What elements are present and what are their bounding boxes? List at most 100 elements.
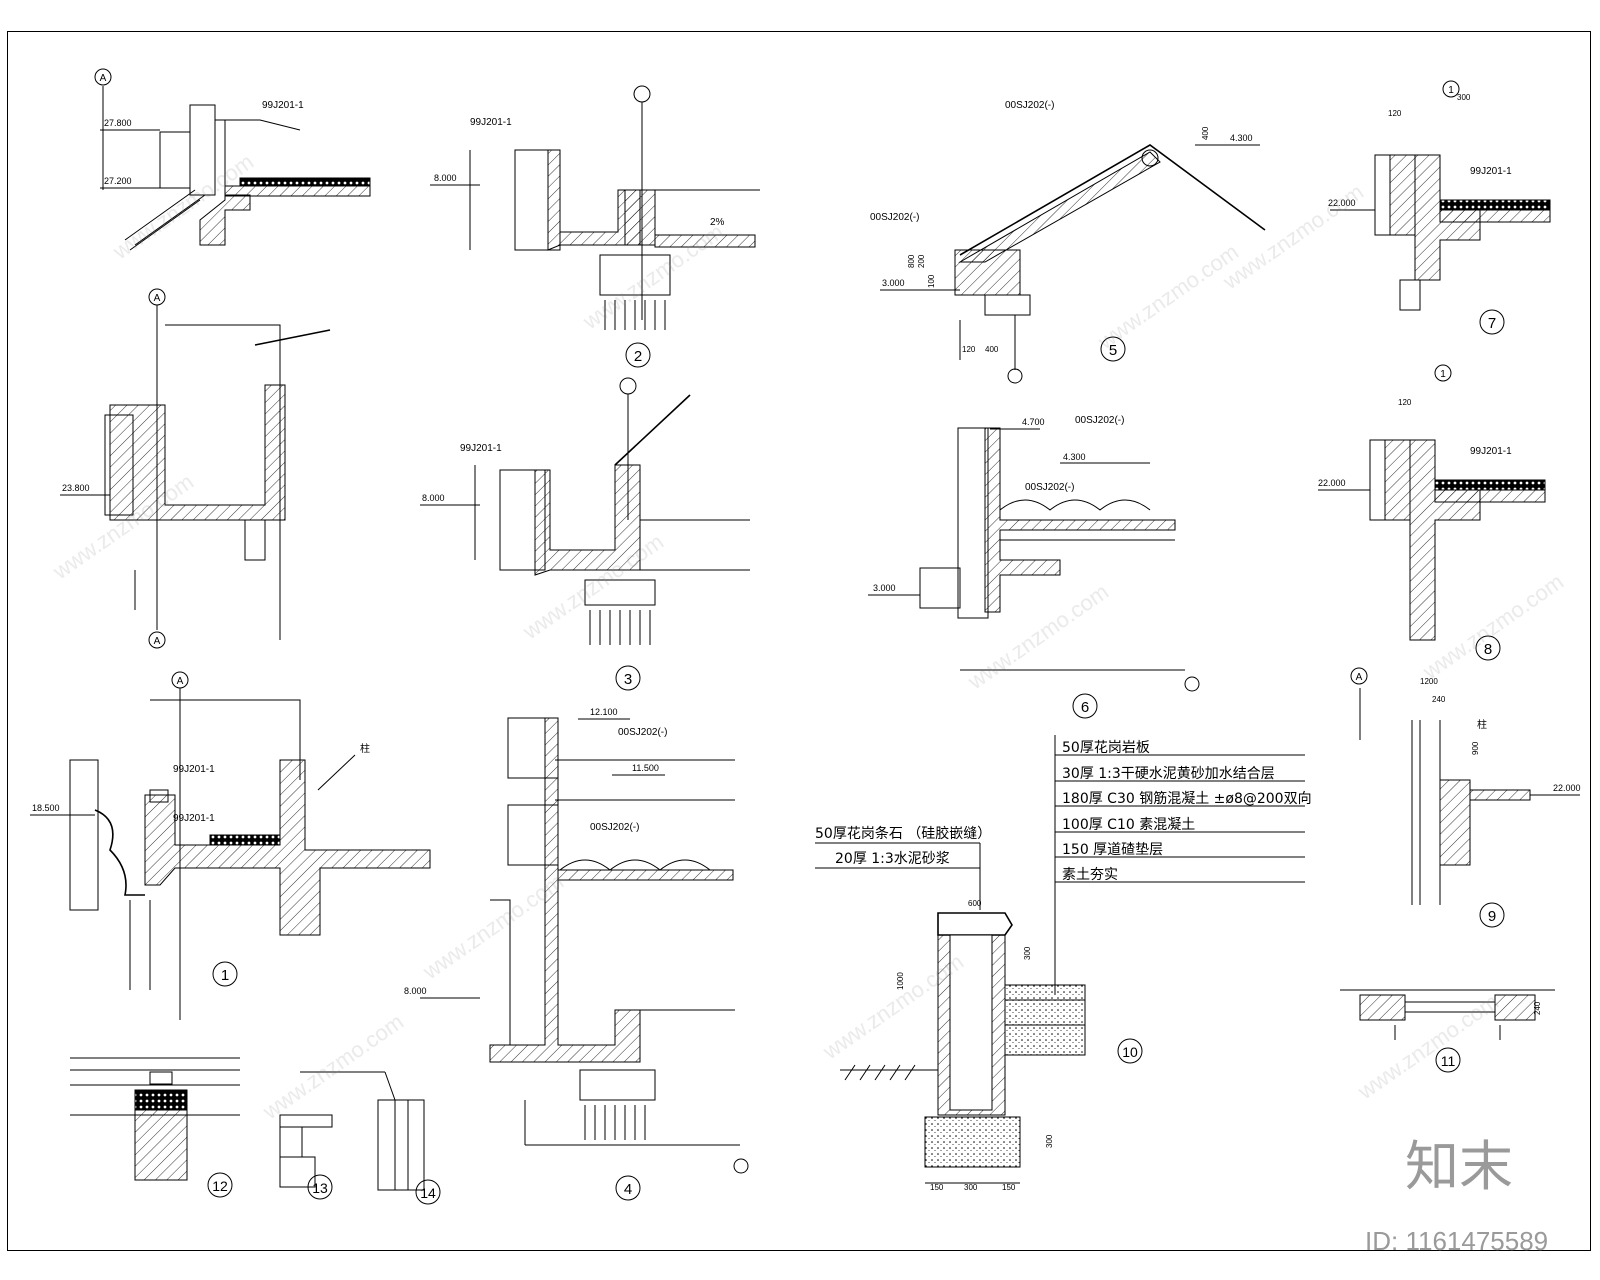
elevation-label: 22.000 (1553, 783, 1581, 793)
detail-2: 99J201-1 8.000 2% 2 (430, 85, 760, 368)
axis-label: A (1356, 672, 1363, 683)
dimension-label: 150 (1002, 1183, 1016, 1192)
detail-number: 6 (1081, 699, 1089, 716)
axis-label: A (154, 636, 161, 647)
axis-label: A (154, 293, 161, 304)
dimension-label: 120 (962, 345, 976, 354)
detail-left-gutter: A A 23.800 (60, 288, 331, 649)
standard-ref: 99J201-1 (460, 443, 502, 454)
standard-ref: 99J201-1 (173, 813, 215, 824)
watermark-id: ID: 1161475589 (1365, 1226, 1548, 1256)
detail-11: 240 11 (1340, 989, 1555, 1073)
detail-number: 10 (1122, 1044, 1138, 1060)
detail-number: 12 (212, 1178, 228, 1194)
dimension-label: 400 (985, 345, 999, 354)
detail-10: 50厚花岗岩板 30厚 1:3干硬水泥黄砂加水结合层 180厚 C30 钢筋混凝… (815, 735, 1312, 1192)
standard-ref: 99J201-1 (262, 100, 304, 111)
spec-layer: 50厚花岗岩板 (1062, 740, 1150, 756)
elevation-label: 8.000 (404, 986, 427, 996)
elevation-label: 18.500 (32, 803, 60, 813)
standard-ref: 00SJ202(-) (590, 822, 639, 833)
detail-number: 5 (1109, 342, 1117, 359)
dimension-label: 800 (907, 254, 916, 268)
detail-number: 1 (221, 967, 229, 984)
detail-number: 2 (634, 348, 642, 365)
elevation-label: 3.000 (882, 278, 905, 288)
detail-1: A 99J201-1 99J201-1 柱 18.500 1 (30, 671, 431, 1020)
dimension-label: 300 (1457, 93, 1471, 102)
dimension-label: 120 (1388, 109, 1402, 118)
elevation-label: 12.100 (590, 707, 618, 717)
dimension-label: 300 (1023, 946, 1032, 960)
spec-layer: 100厚 C10 素混凝土 (1062, 817, 1195, 833)
detail-number: 9 (1488, 908, 1496, 925)
spec-cap: 20厚 1:3水泥砂浆 (835, 851, 950, 867)
detail-14: 14 (300, 1071, 441, 1205)
elevation-label: 4.700 (1022, 417, 1045, 427)
dimension-label: 120 (1398, 398, 1412, 407)
watermark-site: www.znzmo.com (258, 1009, 408, 1125)
detail-4: 12.100 00SJ202(-) 11.500 00SJ202(-) 8.00… (404, 707, 749, 1201)
watermark-site: www.znzmo.com (1093, 239, 1243, 355)
spec-layer: 150 厚道碴垫层 (1062, 842, 1163, 858)
spec-layer: 180厚 C30 钢筋混凝土 ±ø8@200双向 (1062, 790, 1312, 807)
standard-ref: 00SJ202(-) (1005, 100, 1054, 111)
standard-ref: 00SJ202(-) (618, 727, 667, 738)
detail-number: 14 (420, 1185, 436, 1201)
axis-label: A (100, 73, 107, 84)
elevation-label: 8.000 (434, 173, 457, 183)
dimension-label: 600 (968, 899, 982, 908)
axis-label: 1 (1448, 85, 1454, 96)
dimension-label: 150 (930, 1183, 944, 1192)
standard-ref: 99J201-1 (173, 764, 215, 775)
standard-ref: 99J201-1 (1470, 166, 1512, 177)
elevation-label: 22.000 (1328, 198, 1356, 208)
detail-5: 00SJ202(-) 4.300 00SJ202(-) 3.000 800 20… (870, 100, 1266, 384)
dimension-label: 300 (964, 1183, 978, 1192)
elevation-label: 8.000 (422, 493, 445, 503)
standard-ref: 99J201-1 (470, 117, 512, 128)
detail-13: 13 (279, 1114, 333, 1200)
dimension-label: 200 (917, 254, 926, 268)
watermark-site: www.znzmo.com (1218, 179, 1368, 295)
detail-9: A 1200 240 22.000 柱 900 9 (1350, 667, 1581, 928)
watermark-site: www.znzmo.com (1418, 569, 1568, 685)
dimension-label: 400 (1201, 126, 1210, 140)
elevation-label: 27.800 (104, 118, 132, 128)
dimension-label: 900 (1471, 741, 1480, 755)
detail-3: 99J201-1 8.000 3 (420, 377, 750, 691)
detail-6: 4.700 00SJ202(-) 4.300 00SJ202(-) 3.000 … (868, 415, 1200, 719)
elevation-label: 4.300 (1063, 452, 1086, 462)
elevation-label: 4.300 (1230, 133, 1253, 143)
detail-12: 12 (70, 1057, 240, 1198)
dimension-label: 240 (1533, 1001, 1542, 1015)
standard-ref: 99J201-1 (1470, 446, 1512, 457)
dimension-label: 1000 (896, 972, 905, 990)
elevation-label: 27.200 (104, 176, 132, 186)
dimension-label: 240 (1432, 695, 1446, 704)
axis-label: A (177, 676, 184, 687)
watermark-diagonals: www.znzmo.com www.znzmo.com www.znzmo.co… (48, 149, 1568, 1125)
axis-label: 1 (1440, 369, 1446, 380)
column-label: 柱 (360, 742, 370, 755)
spec-cap: 50厚花岗条石 （硅胶嵌缝） (815, 825, 991, 842)
detail-number: 3 (624, 671, 632, 688)
standard-ref: 00SJ202(-) (1025, 482, 1074, 493)
detail-7: 1 300 120 22.000 99J201-1 7 (1328, 80, 1551, 335)
detail-number: 11 (1441, 1053, 1456, 1069)
dimension-label: 1200 (1420, 677, 1438, 686)
detail-8: 1 120 22.000 99J201-1 8 (1318, 364, 1546, 661)
dimension-label: 300 (1045, 1134, 1054, 1148)
elevation-label: 3.000 (873, 583, 896, 593)
detail-number: 4 (624, 1181, 632, 1198)
drawing-frame (7, 31, 1591, 1251)
watermark-logo: 知末 (1405, 1137, 1513, 1197)
elevation-label: 23.800 (62, 483, 90, 493)
elevation-label: 11.500 (632, 763, 659, 773)
detail-number: 8 (1484, 641, 1492, 658)
elevation-label: 22.000 (1318, 478, 1346, 488)
detail-number: 13 (312, 1180, 328, 1196)
detail-number: 7 (1488, 315, 1496, 332)
slope-label: 2% (710, 217, 725, 228)
